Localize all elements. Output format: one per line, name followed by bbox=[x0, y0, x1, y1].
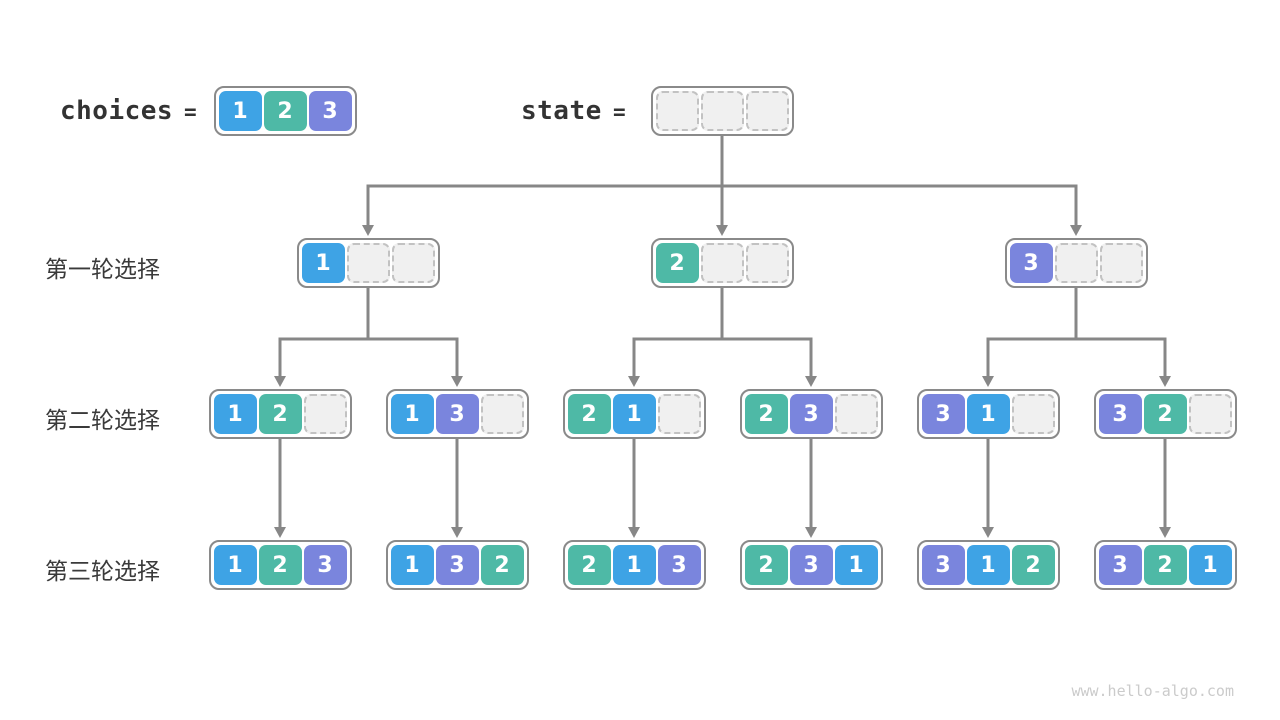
cell-2: 2 bbox=[655, 243, 699, 283]
state-node-round1-1: 1 bbox=[296, 238, 440, 288]
cell-3: 3 bbox=[435, 545, 479, 585]
cell-empty bbox=[346, 243, 390, 283]
choices-label: choices bbox=[60, 96, 174, 126]
row-label-round-1: 第一轮选择 bbox=[45, 256, 160, 282]
cell-empty bbox=[700, 243, 744, 283]
cell-3: 3 bbox=[789, 394, 833, 434]
cell-empty bbox=[303, 394, 347, 434]
cell-empty bbox=[834, 394, 878, 434]
cell-2: 2 bbox=[744, 545, 788, 585]
cell-empty bbox=[1054, 243, 1098, 283]
cell-2: 2 bbox=[744, 394, 788, 434]
cell-2: 2 bbox=[1011, 545, 1055, 585]
cell-3: 3 bbox=[1098, 545, 1142, 585]
cell-2: 2 bbox=[258, 394, 302, 434]
cell-1: 1 bbox=[390, 545, 434, 585]
cell-2: 2 bbox=[263, 91, 307, 131]
cell-1: 1 bbox=[612, 394, 656, 434]
cell-1: 1 bbox=[834, 545, 878, 585]
cell-2: 2 bbox=[1143, 545, 1187, 585]
cell-1: 1 bbox=[390, 394, 434, 434]
cell-empty bbox=[1011, 394, 1055, 434]
cell-1: 1 bbox=[612, 545, 656, 585]
cell-empty bbox=[1188, 394, 1232, 434]
cell-3: 3 bbox=[1098, 394, 1142, 434]
cell-3: 3 bbox=[789, 545, 833, 585]
cell-2: 2 bbox=[1143, 394, 1187, 434]
watermark: www.hello-algo.com bbox=[1071, 682, 1234, 700]
cell-3: 3 bbox=[657, 545, 701, 585]
cell-1: 1 bbox=[1188, 545, 1232, 585]
cell-3: 3 bbox=[308, 91, 352, 131]
state-node-round1-3: 3 bbox=[1004, 238, 1148, 288]
cell-2: 2 bbox=[567, 545, 611, 585]
state-equals-sign: = bbox=[613, 100, 626, 124]
state-label: state bbox=[521, 96, 602, 126]
cell-empty bbox=[745, 243, 789, 283]
row-label-round-3: 第三轮选择 bbox=[45, 558, 160, 584]
cell-2: 2 bbox=[480, 545, 524, 585]
cell-3: 3 bbox=[921, 545, 965, 585]
choices-equals-sign: = bbox=[184, 100, 197, 124]
cell-2: 2 bbox=[567, 394, 611, 434]
cell-empty bbox=[655, 91, 699, 131]
cell-empty bbox=[745, 91, 789, 131]
cell-empty bbox=[391, 243, 435, 283]
cell-empty bbox=[700, 91, 744, 131]
cell-1: 1 bbox=[301, 243, 345, 283]
cell-1: 1 bbox=[966, 394, 1010, 434]
state-node-round1-2: 2 bbox=[650, 238, 794, 288]
row-label-round-2: 第二轮选择 bbox=[45, 407, 160, 433]
cell-1: 1 bbox=[213, 394, 257, 434]
cell-3: 3 bbox=[1009, 243, 1053, 283]
state-array bbox=[650, 86, 794, 136]
cell-1: 1 bbox=[213, 545, 257, 585]
cell-1: 1 bbox=[966, 545, 1010, 585]
cell-1: 1 bbox=[218, 91, 262, 131]
cell-3: 3 bbox=[921, 394, 965, 434]
cell-empty bbox=[1099, 243, 1143, 283]
cell-empty bbox=[480, 394, 524, 434]
cell-empty bbox=[657, 394, 701, 434]
cell-2: 2 bbox=[258, 545, 302, 585]
cell-3: 3 bbox=[303, 545, 347, 585]
cell-3: 3 bbox=[435, 394, 479, 434]
